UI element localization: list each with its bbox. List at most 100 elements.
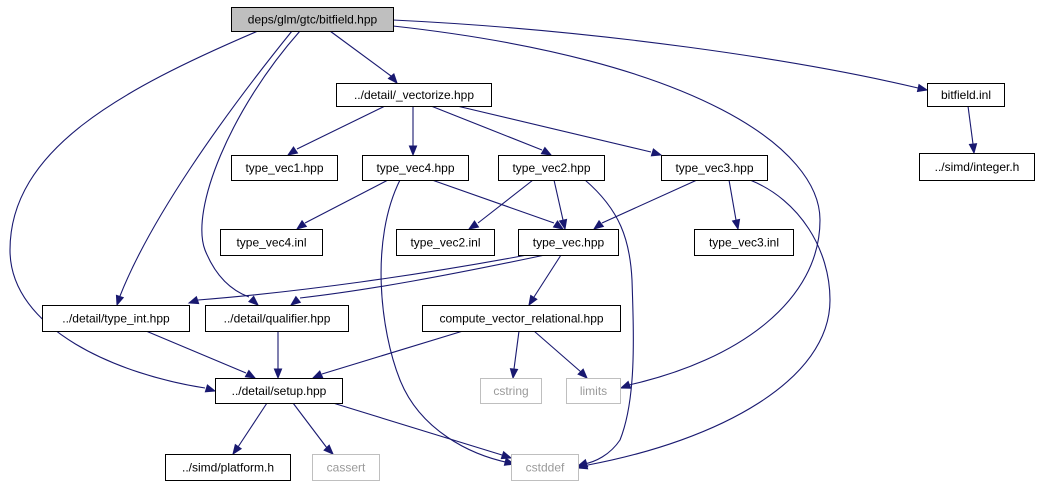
node-vectorize[interactable]: ../detail/_vectorize.hpp [336,83,492,107]
node-box [215,378,343,404]
edge-line [533,330,582,373]
node-bitfield-inl[interactable]: bitfield.inl [927,83,1005,107]
node-label: deps/glm/gtc/bitfield.hpp [248,13,378,27]
arrowhead-icon [552,220,565,230]
edge-setup-to-cassert [292,402,334,455]
arrowhead-icon [289,295,302,306]
node-label: type_vec1.hpp [245,161,323,175]
arrowhead-icon [619,380,632,389]
edge-line [380,179,511,464]
edge-line [296,105,386,150]
edge-type_vec4-to-type_vec [431,179,565,230]
edge-cvr-to-setup [311,330,464,379]
node-label: ../detail/qualifier.hpp [224,312,331,326]
edge-line [237,402,268,448]
node-type-vec1[interactable]: type_vec1.hpp [231,155,338,181]
arrowhead-icon [323,444,334,455]
node-label: type_vec.hpp [533,236,605,250]
node-label: ../detail/setup.hpp [232,384,327,398]
node-label: type_vec2.inl [410,236,480,250]
node-label: compute_vector_relational.hpp [439,312,603,326]
edge-line [392,19,919,89]
node-limits: limits [566,378,621,404]
node-label: limits [580,384,607,398]
edge-root-to-limits [392,25,821,389]
arrowhead-icon [500,450,513,460]
arrowhead-icon [244,369,257,379]
edge-line [601,179,698,224]
node-type-vec4[interactable]: type_vec4.hpp [362,155,469,181]
edge-type_vec2-to-type_vec [553,179,568,231]
node-type-vec[interactable]: type_vec.hpp [518,229,619,256]
arrowhead-icon [577,368,588,379]
node-box [336,83,492,107]
node-box [422,305,621,332]
arrowhead-icon [248,295,260,306]
arrowhead-icon [408,145,418,157]
arrowhead-icon [115,294,125,307]
node-box [694,229,794,256]
arrowhead-icon [968,143,978,155]
edge-type_vec-to-cvr [528,254,562,307]
node-label: bitfield.inl [941,88,991,102]
node-label: ../simd/integer.h [935,160,1020,174]
edge-line [392,25,821,386]
node-type-vec4-inl[interactable]: type_vec4.inl [220,229,323,256]
edge-line [533,254,562,298]
edges-layer [9,19,978,470]
edge-line [9,30,259,389]
node-qualifier[interactable]: ../detail/qualifier.hpp [205,305,349,332]
node-setup[interactable]: ../detail/setup.hpp [215,378,343,404]
node-box [511,454,579,481]
arrowhead-icon [916,83,929,93]
edge-line [967,105,974,145]
arrowhead-icon [731,218,741,231]
node-type-vec3-inl[interactable]: type_vec3.inl [694,229,794,256]
arrowhead-icon [576,461,589,470]
node-box [231,155,338,181]
node-root[interactable]: deps/glm/gtc/bitfield.hpp [231,7,394,32]
node-label: ../detail/type_int.hpp [62,312,170,326]
edge-root-to-bitfield_inl [392,19,929,93]
edge-line [329,30,392,77]
node-box [220,229,323,256]
edge-line [145,330,247,374]
node-type-vec3[interactable]: type_vec3.hpp [661,155,768,181]
edge-vectorize-to-type_vec1 [286,105,386,156]
node-type-int[interactable]: ../detail/type_int.hpp [42,305,190,332]
nodes-layer: deps/glm/gtc/bitfield.hpp ../detail/_vect… [42,7,1035,481]
edge-type_vec-to-type_int [187,254,528,305]
edge-type_vec-to-qualifier [289,254,546,306]
node-label: type_vec4.inl [236,236,306,250]
node-label: cstddef [526,461,565,475]
node-type-vec2-inl[interactable]: type_vec2.inl [396,229,495,256]
edge-bitfield_inl-to-simd_integer [967,105,978,155]
arrowhead-icon [187,295,200,305]
edge-line [456,105,652,153]
node-label: ../simd/platform.h [182,461,274,475]
arrowhead-icon [204,384,217,393]
node-platform[interactable]: ../simd/platform.h [165,454,291,481]
arrowhead-icon [286,146,299,156]
edge-line [119,30,293,297]
arrowhead-icon [273,368,283,380]
edge-line [430,105,543,151]
arrowhead-icon [232,443,243,456]
arrowhead-icon [528,294,538,307]
edge-line [299,254,546,299]
edge-line [321,330,464,375]
node-type-vec2[interactable]: type_vec2.hpp [498,155,605,181]
edge-type_vec4-to-type_vec4_inl [295,179,389,230]
edge-setup-to-platform [232,402,268,456]
edge-line [332,402,503,456]
edge-line [201,30,301,298]
edge-line [477,179,534,224]
arrowhead-icon [592,219,605,230]
edge-line [513,330,520,370]
edge-cvr-to-cstring [509,330,520,380]
node-box [480,378,542,404]
edge-line [728,179,737,221]
node-cvr[interactable]: compute_vector_relational.hpp [422,305,621,332]
node-simd-integer[interactable]: ../simd/integer.h [919,153,1035,181]
